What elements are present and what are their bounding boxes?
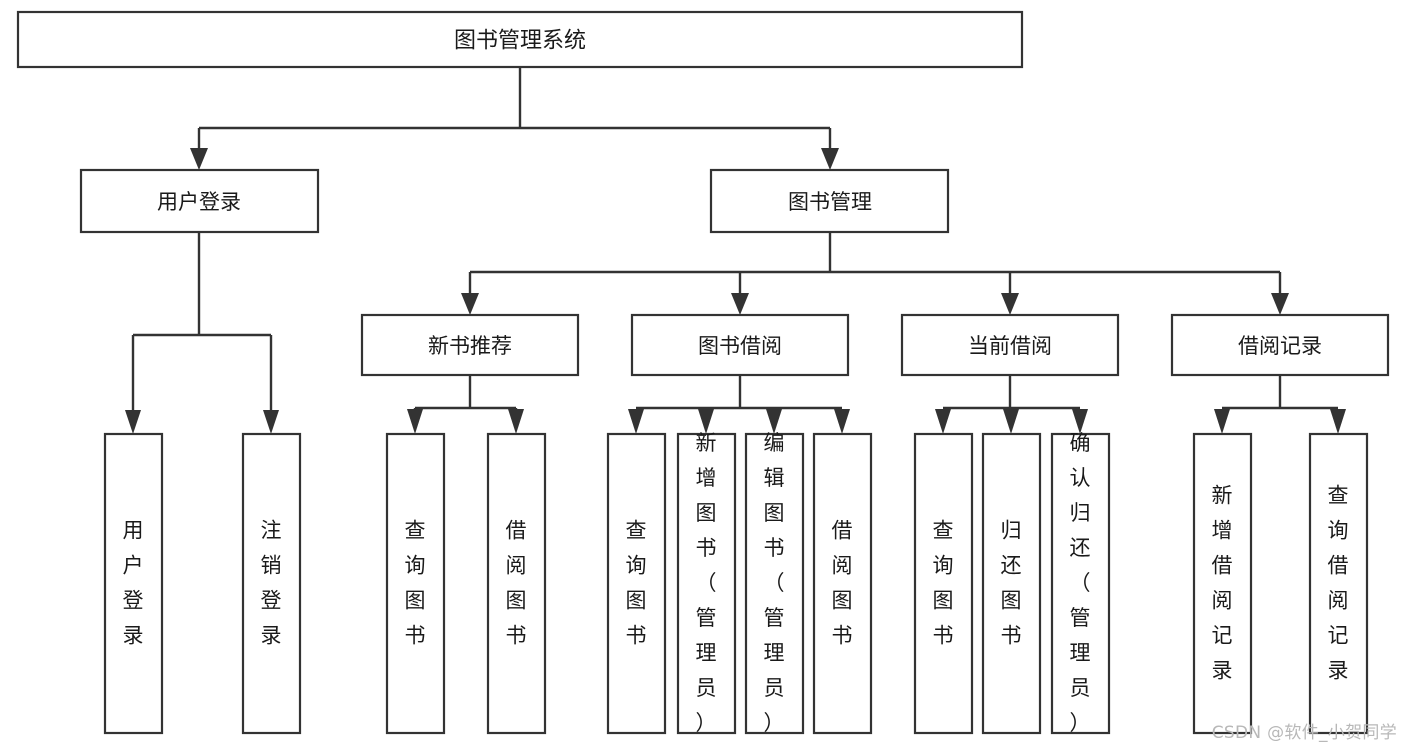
node-leaf-return-book-box[interactable] bbox=[981, 432, 1042, 735]
arrow-br-leaf-2 bbox=[1330, 409, 1346, 434]
node-leaf-return-book-label: 归还图书 bbox=[1001, 519, 1022, 648]
node-leaf-confirm-return-box[interactable] bbox=[1050, 432, 1111, 735]
node-leaf-borrow-book-1-box[interactable] bbox=[486, 432, 547, 735]
arrow-nb-leaf-1 bbox=[407, 409, 423, 434]
node-leaf-query-book-3-box[interactable] bbox=[913, 432, 974, 735]
node-leaf-query-book-2-label: 查询图书 bbox=[626, 519, 647, 648]
arrow-bm-to-borrow-record bbox=[1271, 293, 1289, 315]
arrow-root-to-book-management bbox=[821, 148, 839, 170]
arrow-cb-leaf-2 bbox=[1003, 409, 1019, 434]
node-current-borrow-label: 当前借阅 bbox=[968, 334, 1052, 358]
connector-group-book-management bbox=[461, 232, 1289, 315]
node-leaf-borrow-book-2-box[interactable] bbox=[812, 432, 873, 735]
node-leaf-user-logout-box[interactable] bbox=[241, 432, 302, 735]
arrow-bm-to-current-borrow bbox=[1001, 293, 1019, 315]
node-leaf-query-book-1-box[interactable] bbox=[385, 432, 446, 735]
node-user-login[interactable]: 用户登录 bbox=[79, 168, 320, 234]
node-leaf-add-record[interactable]: 新增借阅记录 bbox=[1192, 432, 1253, 735]
node-book-management-box[interactable] bbox=[709, 168, 950, 234]
node-leaf-borrow-book-2-label: 借阅图书 bbox=[832, 519, 853, 648]
node-leaf-user-login-label: 用户登录 bbox=[123, 519, 144, 648]
node-new-book-recommend-box[interactable] bbox=[360, 313, 580, 377]
arrow-br-leaf-1 bbox=[1214, 409, 1230, 434]
node-leaf-query-record[interactable]: 查询借阅记录 bbox=[1308, 432, 1369, 735]
arrow-bm-to-new-book bbox=[461, 293, 479, 315]
node-leaf-query-record-label: 查询借阅记录 bbox=[1328, 484, 1349, 683]
node-leaf-return-book[interactable]: 归还图书 bbox=[981, 432, 1042, 735]
arrow-bb-leaf-2 bbox=[698, 409, 714, 434]
arrow-bm-to-book-borrow bbox=[731, 293, 749, 315]
node-book-management-label: 图书管理 bbox=[788, 190, 872, 214]
node-leaf-query-book-2-box[interactable] bbox=[606, 432, 667, 735]
node-leaf-borrow-book-1-label: 借阅图书 bbox=[506, 519, 527, 648]
node-leaf-add-record-label: 新增借阅记录 bbox=[1212, 484, 1233, 683]
connector-group-new-book bbox=[407, 375, 524, 434]
node-leaf-user-logout[interactable]: 注销登录 bbox=[241, 432, 302, 735]
node-book-borrow-box[interactable] bbox=[630, 313, 850, 377]
csdn-watermark: CSDN @软件_小贺同学 bbox=[1211, 723, 1397, 743]
node-book-borrow-label: 图书借阅 bbox=[698, 334, 782, 358]
arrow-bb-leaf-1 bbox=[628, 409, 644, 434]
node-leaf-add-book-label: 新增图书（管理员） bbox=[696, 431, 717, 735]
arrow-ul-leaf-1 bbox=[125, 410, 141, 434]
connector-group-current-borrow bbox=[935, 375, 1088, 434]
node-leaf-borrow-book-2[interactable]: 借阅图书 bbox=[812, 432, 873, 735]
node-leaf-edit-book[interactable]: 编辑图书（管理员） bbox=[744, 431, 805, 735]
arrow-bb-leaf-3 bbox=[766, 409, 782, 434]
node-leaf-edit-book-label: 编辑图书（管理员） bbox=[764, 431, 785, 735]
node-leaf-add-record-box[interactable] bbox=[1192, 432, 1253, 735]
node-root-label: 图书管理系统 bbox=[454, 29, 586, 54]
node-new-book-recommend-label: 新书推荐 bbox=[428, 334, 512, 358]
arrow-nb-leaf-2 bbox=[508, 409, 524, 434]
arrow-root-to-user-login bbox=[190, 148, 208, 170]
node-leaf-add-book[interactable]: 新增图书（管理员） bbox=[676, 431, 737, 735]
node-leaf-confirm-return-label: 确认归还（管理员） bbox=[1070, 431, 1091, 735]
connector-group-root bbox=[190, 67, 839, 170]
node-root-box[interactable] bbox=[16, 10, 1024, 69]
node-borrow-record[interactable]: 借阅记录 bbox=[1170, 313, 1390, 377]
node-leaf-borrow-book-1[interactable]: 借阅图书 bbox=[486, 432, 547, 735]
node-root[interactable]: 图书管理系统 bbox=[16, 10, 1024, 69]
node-leaf-user-login[interactable]: 用户登录 bbox=[103, 432, 164, 735]
connector-group-borrow-record bbox=[1214, 375, 1346, 434]
arrow-bb-leaf-4 bbox=[834, 409, 850, 434]
node-book-management[interactable]: 图书管理 bbox=[709, 168, 950, 234]
node-current-borrow[interactable]: 当前借阅 bbox=[900, 313, 1120, 377]
connector-group-user-login bbox=[125, 232, 279, 434]
node-user-login-label: 用户登录 bbox=[157, 190, 241, 214]
node-borrow-record-box[interactable] bbox=[1170, 313, 1390, 377]
node-leaf-query-book-1[interactable]: 查询图书 bbox=[385, 432, 446, 735]
node-current-borrow-box[interactable] bbox=[900, 313, 1120, 377]
node-leaf-query-book-3[interactable]: 查询图书 bbox=[913, 432, 974, 735]
node-book-borrow[interactable]: 图书借阅 bbox=[630, 313, 850, 377]
node-leaf-query-book-3-label: 查询图书 bbox=[933, 519, 954, 648]
node-borrow-record-label: 借阅记录 bbox=[1238, 334, 1322, 358]
node-leaf-edit-book-box[interactable] bbox=[744, 432, 805, 735]
arrow-cb-leaf-1 bbox=[935, 409, 951, 434]
node-leaf-query-book-2[interactable]: 查询图书 bbox=[606, 432, 667, 735]
arrow-cb-leaf-3 bbox=[1072, 409, 1088, 434]
node-leaf-query-record-box[interactable] bbox=[1308, 432, 1369, 735]
node-leaf-confirm-return[interactable]: 确认归还（管理员） bbox=[1050, 431, 1111, 735]
node-leaf-query-book-1-label: 查询图书 bbox=[405, 519, 426, 648]
connector-group-book-borrow bbox=[628, 375, 850, 434]
node-leaf-user-logout-label: 注销登录 bbox=[261, 519, 282, 648]
node-user-login-box[interactable] bbox=[79, 168, 320, 234]
node-new-book-recommend[interactable]: 新书推荐 bbox=[360, 313, 580, 377]
node-leaf-user-login-box[interactable] bbox=[103, 432, 164, 735]
arrow-ul-leaf-2 bbox=[263, 410, 279, 434]
node-leaf-add-book-box[interactable] bbox=[676, 432, 737, 735]
